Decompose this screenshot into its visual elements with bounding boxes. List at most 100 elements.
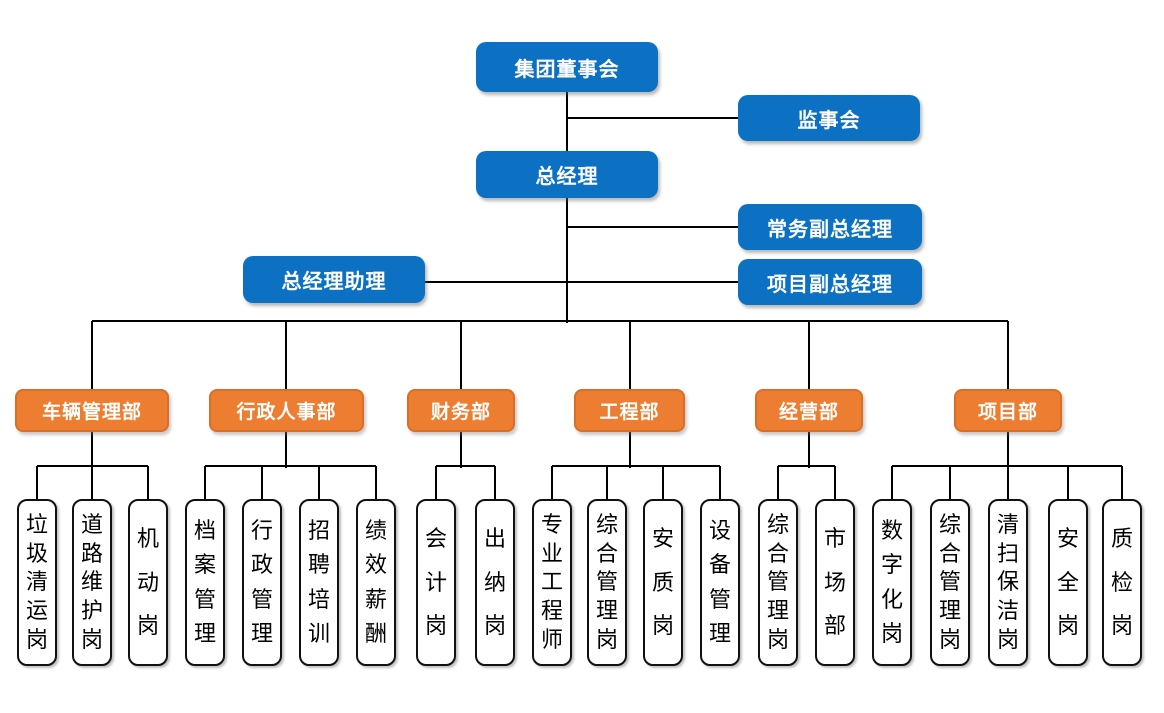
connector-line: [1121, 466, 1123, 500]
post-label-char: 程: [540, 598, 563, 624]
connector-line: [566, 198, 568, 323]
post-label-char: 字: [880, 552, 903, 578]
board-of-directors: 集团董事会: [476, 42, 658, 92]
digitalization-post: 数字化岗: [872, 499, 912, 666]
post-label-char: 管: [708, 586, 731, 612]
business-dept: 经营部: [755, 389, 863, 432]
post-label-char: 理: [193, 621, 216, 647]
admin-management-post: 行政管理: [242, 499, 282, 666]
post-label-char: 设: [708, 517, 731, 543]
post-label-char: 质: [651, 569, 674, 595]
post-label-char: 保: [996, 569, 1019, 595]
connector-line: [606, 466, 608, 500]
post-label-char: 档: [193, 517, 216, 543]
performance-compensation-post: 绩效薪酬: [356, 499, 396, 666]
connector-line: [460, 432, 462, 468]
post-label-char: 理: [250, 621, 273, 647]
post-label-char: 案: [193, 552, 216, 578]
project-deputy-general-manager: 项目副总经理: [738, 259, 922, 305]
post-label-char: 路: [80, 540, 103, 566]
connector-line: [204, 466, 206, 500]
connector-line: [629, 321, 631, 389]
post-label-char: 管: [250, 586, 273, 612]
comprehensive-management-post-biz: 综合管理岗: [758, 499, 798, 666]
post-label-char: 聘: [307, 552, 330, 578]
connector-line: [460, 321, 462, 389]
post-label-char: 合: [938, 540, 961, 566]
post-label-char: 效: [364, 552, 387, 578]
connector-line: [91, 466, 93, 500]
connector-line: [808, 432, 810, 468]
post-label-char: 工: [540, 569, 563, 595]
finance-dept: 财务部: [407, 389, 515, 432]
quality-inspection-post: 质检岗: [1102, 499, 1142, 666]
connector-line: [261, 466, 263, 500]
road-maintenance-post: 道路维护岗: [72, 499, 112, 666]
post-label-char: 岗: [880, 621, 903, 647]
connector-line: [629, 432, 631, 468]
connector-line: [891, 466, 893, 500]
post-label-char: 行: [250, 517, 273, 543]
post-label-char: 管: [938, 569, 961, 595]
post-label-char: 备: [708, 552, 731, 578]
post-label-char: 岗: [136, 612, 159, 638]
post-label-char: 合: [595, 540, 618, 566]
comprehensive-management-post-proj: 综合管理岗: [930, 499, 970, 666]
connector-line: [1007, 321, 1009, 389]
connector-line: [91, 432, 93, 468]
post-label-char: 岗: [80, 627, 103, 653]
connector-line: [719, 466, 721, 500]
connector-line: [494, 466, 496, 500]
connector-line: [567, 117, 738, 119]
connector-line: [567, 226, 738, 228]
post-label-char: 岗: [1056, 612, 1079, 638]
post-label-char: 综: [595, 511, 618, 537]
post-label-char: 培: [307, 586, 330, 612]
post-label-char: 维: [80, 569, 103, 595]
connector-line: [285, 432, 287, 468]
post-label-char: 理: [766, 598, 789, 624]
connector-line: [808, 321, 810, 389]
general-manager: 总经理: [476, 151, 658, 198]
connector-line: [777, 466, 779, 500]
executive-deputy-general-manager: 常务副总经理: [738, 204, 922, 250]
post-label-char: 薪: [364, 586, 387, 612]
recruitment-training-post: 招聘培训: [299, 499, 339, 666]
post-label-char: 圾: [25, 540, 48, 566]
post-label-char: 综: [938, 511, 961, 537]
post-label-char: 会: [424, 526, 447, 552]
supervisory-board: 监事会: [738, 95, 920, 141]
post-label-char: 洁: [996, 598, 1019, 624]
equipment-management-post: 设备管理: [700, 499, 740, 666]
archive-management-post: 档案管理: [185, 499, 225, 666]
post-label-char: 岗: [424, 612, 447, 638]
post-label-char: 市: [823, 526, 846, 552]
cleaning-post: 清扫保洁岗: [988, 499, 1028, 666]
cashier-post: 出纳岗: [475, 499, 515, 666]
post-label-char: 检: [1110, 569, 1133, 595]
post-label-char: 政: [250, 552, 273, 578]
post-label-char: 全: [1056, 569, 1079, 595]
post-label-char: 理: [938, 598, 961, 624]
post-label-char: 清: [25, 569, 48, 595]
post-label-char: 绩: [364, 517, 387, 543]
post-label-char: 数: [880, 517, 903, 543]
connector-line: [375, 466, 377, 500]
connector-line: [36, 466, 38, 500]
professional-engineer-post: 专业工程师: [532, 499, 572, 666]
safety-quality-post: 安质岗: [643, 499, 683, 666]
post-label-char: 岗: [938, 627, 961, 653]
post-label-char: 招: [307, 517, 330, 543]
post-label-char: 垃: [25, 511, 48, 537]
post-label-char: 师: [540, 627, 563, 653]
mobile-post: 机动岗: [128, 499, 168, 666]
accounting-post: 会计岗: [416, 499, 456, 666]
comprehensive-management-post-eng: 综合管理岗: [587, 499, 627, 666]
post-label-char: 岗: [25, 627, 48, 653]
connector-line: [566, 92, 568, 152]
connector-line: [662, 466, 664, 500]
post-label-char: 岗: [996, 627, 1019, 653]
general-manager-assistant: 总经理助理: [243, 256, 425, 303]
connector-line: [92, 320, 1008, 322]
